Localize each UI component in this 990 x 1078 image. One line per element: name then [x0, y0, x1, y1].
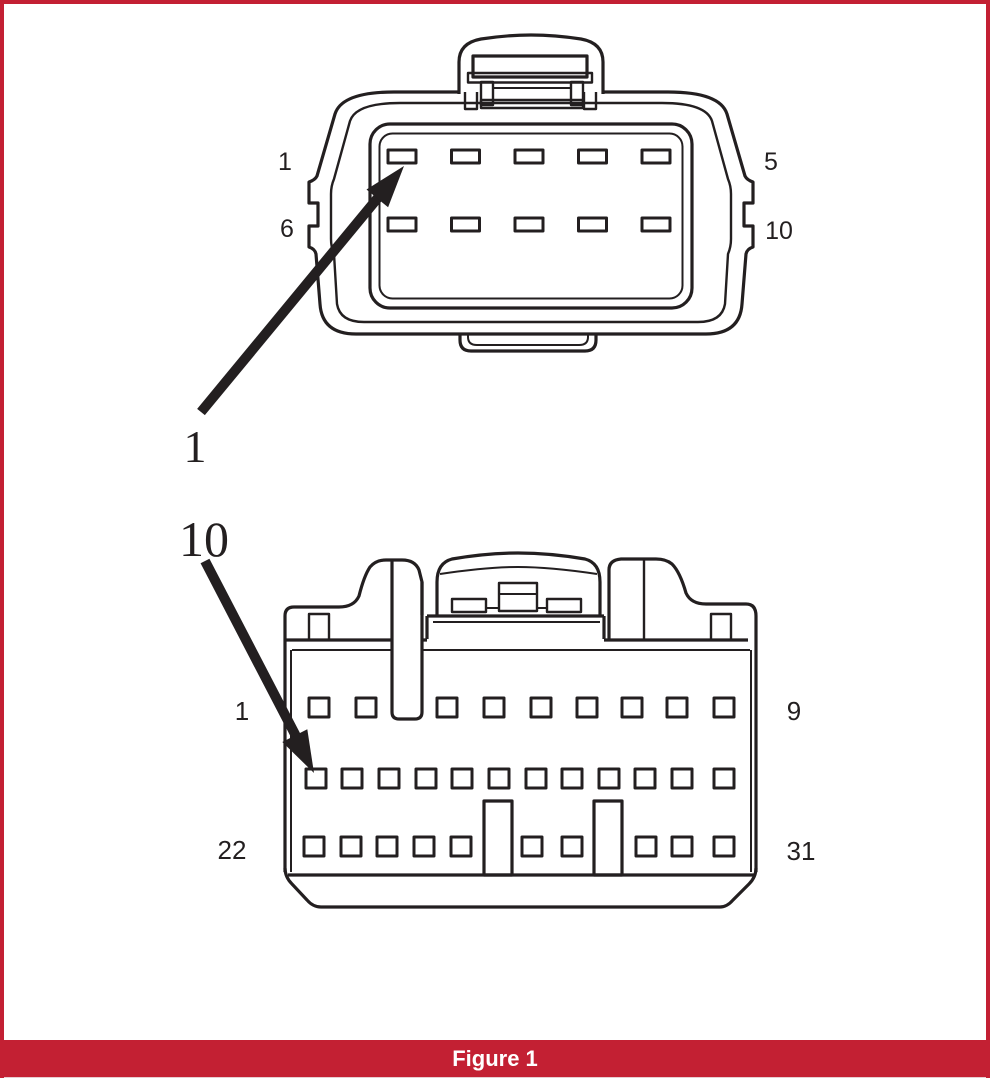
pin [487, 767, 511, 790]
pin [712, 696, 736, 719]
bottom-connector-right-outline [607, 557, 758, 872]
connector-diagram: 1 5 6 10 [179, 33, 816, 909]
bottom-connector-pin-row-2 [304, 767, 736, 790]
pin [524, 767, 548, 790]
top-connector-cavity-inner [378, 132, 684, 300]
bottom-connector-tab-left [307, 612, 331, 640]
bottom-connector-slot-right [592, 799, 624, 877]
pin [450, 767, 474, 790]
figure-caption-text: Figure 1 [452, 1045, 538, 1071]
pin [640, 148, 672, 165]
pin [620, 696, 644, 719]
pin [340, 767, 364, 790]
pin [520, 835, 544, 858]
top-connector-latch-foot-left [463, 92, 479, 111]
pin [577, 148, 608, 165]
bottom-connector-latch-dome-inner [439, 566, 598, 575]
bottom-connector-platform [425, 614, 606, 639]
pin1-arrow-head [366, 166, 404, 208]
top-connector-latch-dome [457, 33, 605, 94]
bottom-connector-pin-row-3 [302, 835, 736, 858]
top-connector-pin-row-2 [386, 216, 672, 233]
top-connector-latch-post-left [479, 80, 495, 107]
pin [575, 696, 599, 719]
top-connector: 1 5 6 10 [278, 33, 793, 353]
pin10-callout-label: 10 [179, 511, 229, 567]
pin [560, 835, 584, 858]
bottom-pin31-label: 31 [787, 836, 816, 866]
bottom-connector-latch-flank-right [545, 597, 583, 614]
pin [670, 835, 694, 858]
bottom-connector-latch-dome [435, 551, 602, 616]
bottom-connector-slot-left [482, 799, 514, 877]
pin [712, 767, 736, 790]
bottom-connector-left-outline [283, 558, 424, 872]
bottom-connector-tab-right [709, 612, 733, 640]
pin [634, 835, 658, 858]
pin10-arrow-head [282, 729, 314, 773]
pin [529, 696, 553, 719]
top-connector-outer-outline [307, 90, 755, 336]
top-connector-cavity [368, 122, 694, 310]
pin [449, 835, 473, 858]
pin [307, 696, 331, 719]
pin [412, 835, 436, 858]
pin10-arrow-shaft [200, 558, 303, 743]
top-connector-index-tab-inner [467, 334, 589, 346]
pin [670, 767, 694, 790]
pin [304, 767, 328, 790]
figure-caption-bar: Figure 1 [4, 1040, 986, 1077]
pin [339, 835, 363, 858]
callout-pin1: 1 [184, 166, 404, 472]
callout-pin10: 10 [179, 511, 314, 773]
top-connector-pin-row-1 [386, 148, 672, 165]
top-connector-latch-lip [466, 71, 594, 84]
pin [414, 767, 438, 790]
pin [386, 216, 418, 233]
pin [560, 767, 584, 790]
bottom-connector-skirt [283, 867, 758, 909]
bottom-connector-pin-row-1 [307, 696, 736, 719]
top-connector-index-tab [458, 334, 598, 353]
bottom-connector-keying-channel [390, 561, 424, 721]
bottom-connector-inner-walls [290, 650, 752, 872]
pin [665, 696, 689, 719]
top-connector-latch-post-right [569, 80, 585, 107]
pin [450, 148, 481, 165]
pin [377, 767, 401, 790]
pin [577, 216, 608, 233]
pin [712, 835, 736, 858]
pin [435, 696, 459, 719]
pin [375, 835, 399, 858]
top-pin5-label: 5 [764, 148, 778, 176]
top-pin10-label: 10 [765, 217, 793, 245]
pin1-callout-label: 1 [184, 421, 207, 472]
top-connector-latch-plate [471, 54, 589, 79]
bottom-pin22-label: 22 [218, 835, 247, 865]
pin [640, 216, 672, 233]
pin [513, 148, 545, 165]
pin1-arrow-shaft [197, 190, 385, 416]
bottom-connector: 1 9 22 31 [218, 551, 816, 909]
pin [354, 696, 378, 719]
top-pin1-label: 1 [278, 148, 292, 176]
pin [482, 696, 506, 719]
bottom-connector-latch-flank-left [450, 597, 488, 614]
pin [450, 216, 481, 233]
top-connector-inner-outline [329, 101, 733, 324]
pin [302, 835, 326, 858]
pin [633, 767, 657, 790]
pin [386, 148, 418, 165]
pin [513, 216, 545, 233]
bottom-pin9-label: 9 [787, 696, 801, 726]
bottom-connector-latch-center [497, 581, 539, 613]
top-pin6-label: 6 [280, 215, 294, 243]
bottom-pin1-label: 1 [235, 696, 249, 726]
pin [597, 767, 621, 790]
top-connector-latch-foot-right [582, 92, 598, 111]
